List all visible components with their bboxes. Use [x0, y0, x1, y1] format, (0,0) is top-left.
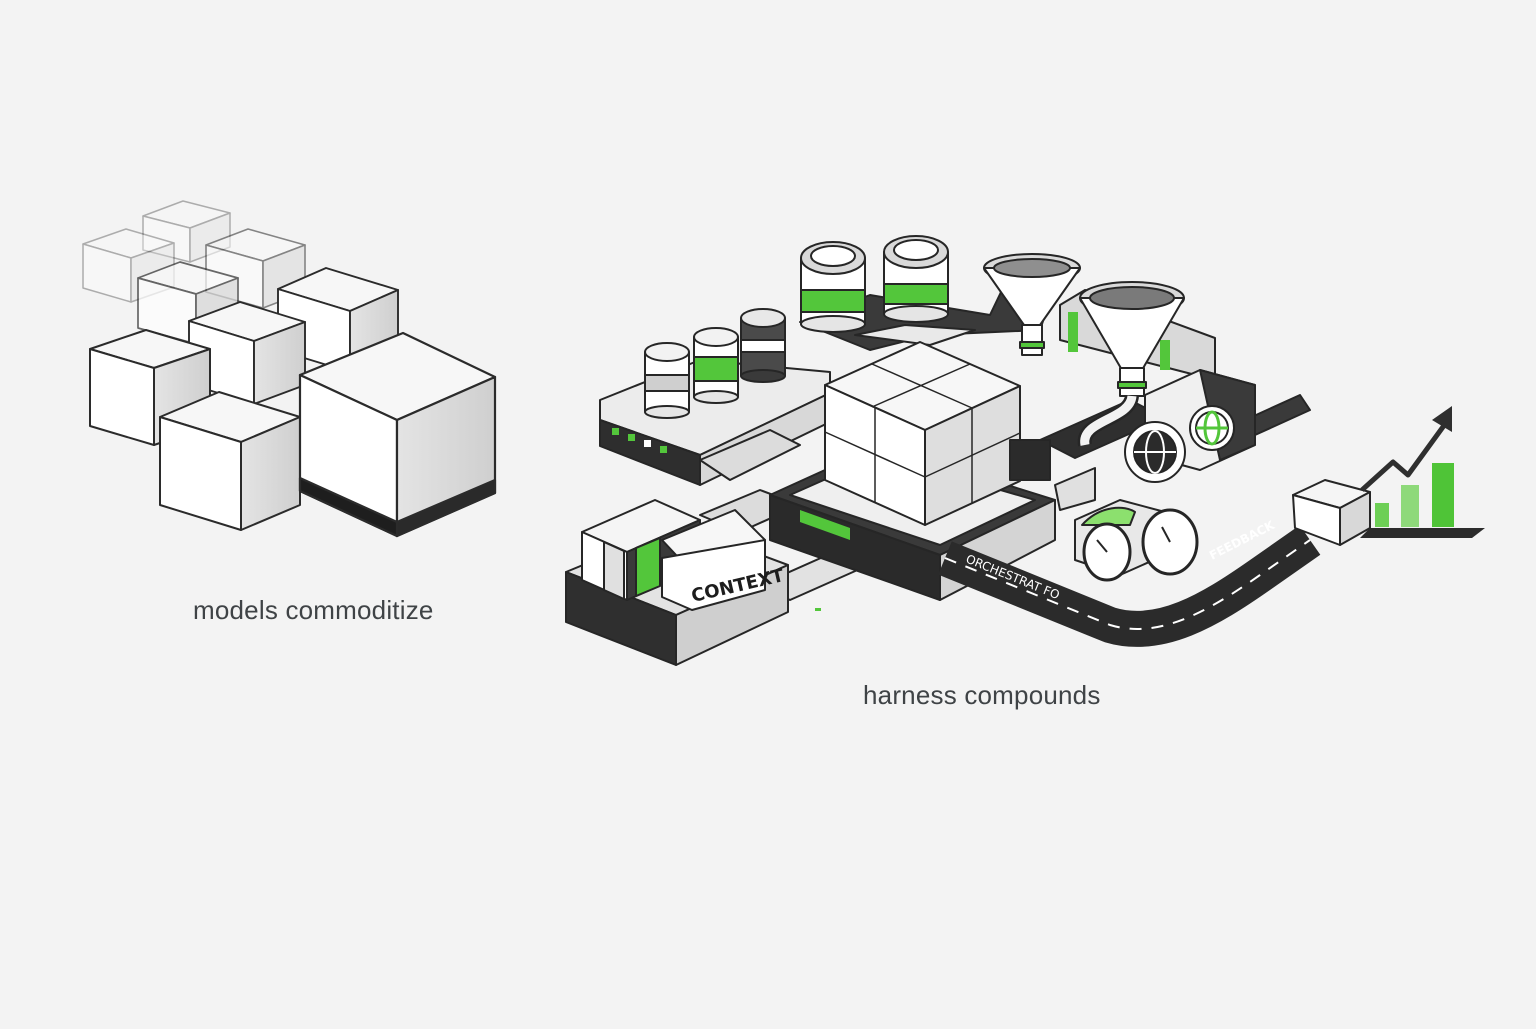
database-cylinder-icon	[741, 309, 785, 382]
database-cylinder-icon	[801, 242, 865, 332]
harness-machine: CONTEXT ORCHESTRAT FO FEEDBACK	[566, 236, 1370, 665]
globe-icon	[1190, 406, 1234, 450]
harness-caption: harness compounds	[863, 680, 1101, 711]
models-caption: models commoditize	[193, 595, 434, 626]
database-cylinder-icon	[694, 328, 738, 403]
cube-large	[300, 333, 495, 536]
cube-front-2	[160, 392, 300, 530]
gauge-icon	[1084, 524, 1130, 580]
globe-icon	[1125, 422, 1185, 482]
gauge-icon	[1143, 510, 1197, 574]
sparkle	[815, 608, 821, 611]
commodity-cubes	[83, 201, 495, 536]
database-cylinder-icon	[645, 343, 689, 418]
database-cylinder-icon	[884, 236, 948, 322]
growth-chart-icon	[1360, 406, 1485, 538]
